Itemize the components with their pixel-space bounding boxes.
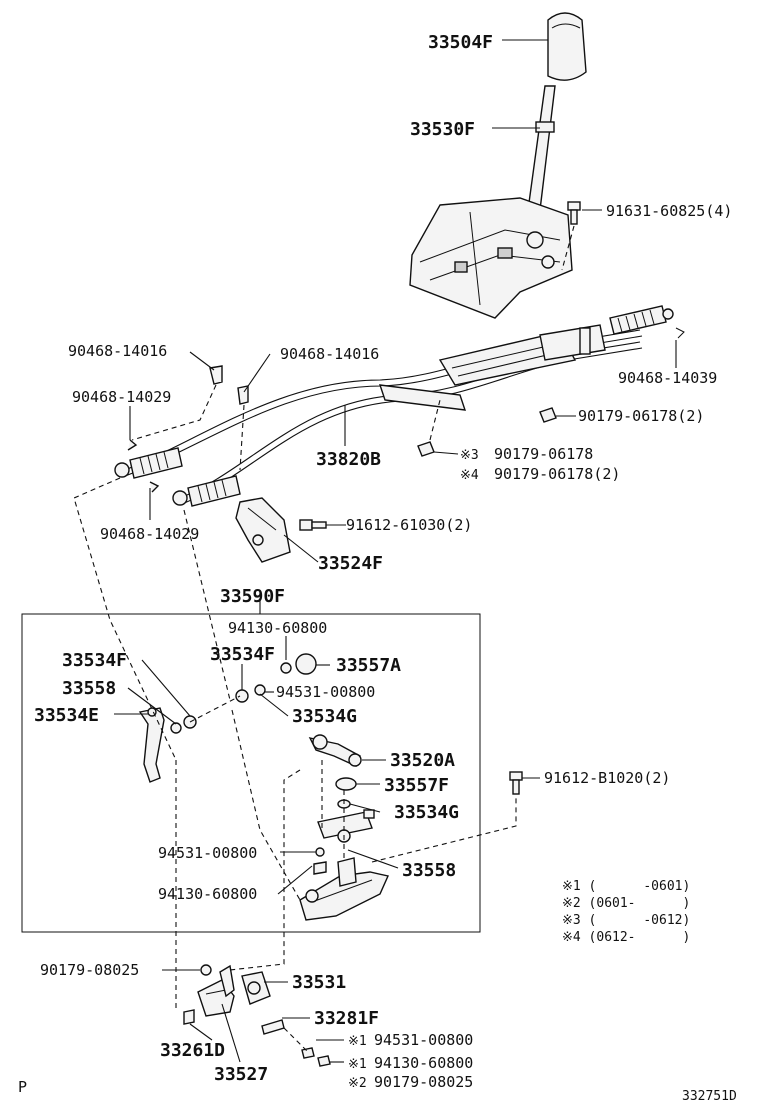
label-33534F-b: 33534F [210,644,275,665]
leader-lines [114,39,677,1063]
bracket-33524F [235,497,327,563]
label-94531-00800-b: 94531-00800 [158,844,257,862]
label-33534F-a: 33534F [62,650,127,671]
assembly-box [21,613,481,933]
label-33558-a: 33558 [62,678,116,699]
lower-parts [183,964,331,1067]
label-33520A: 33520A [390,750,455,771]
label-33590F: 33590F [220,586,285,607]
shift-housing [409,197,573,319]
label-91631: 91631-60825(4) [606,202,732,220]
shift-knob [547,12,587,81]
label-33534G-b: 33534G [394,802,459,823]
box-parts [138,653,517,1010]
label-33557A: 33557A [336,655,401,676]
note-mark-1b: ※1 [348,1057,367,1072]
note-mark-2: ※2 [348,1076,367,1091]
label-33820B: 33820B [316,449,381,470]
note-1: ※1 ( -0601) [562,879,690,894]
nuts-cable [417,399,557,457]
label-91612-B1020: 91612-B1020(2) [544,769,670,787]
note-3: ※3 ( -0612) [562,913,690,928]
label-94130-60800-a: 94130-60800 [228,619,327,637]
label-90179-06178-2b: 90179-06178(2) [494,465,620,483]
label-90179-06178: 90179-06178 [494,445,593,463]
label-94531-00800-a: 94531-00800 [276,683,375,701]
label-p: P [18,1078,27,1096]
label-91612-61030: 91612-61030(2) [346,516,472,534]
diagram-code: 332751D [682,1089,737,1104]
screw-91631 [561,201,581,271]
label-33534G-a: 33534G [292,706,357,727]
note-4: ※4 (0612- ) [562,930,690,945]
shift-lever [527,85,556,211]
label-33504F: 33504F [428,32,493,53]
label-33534E: 33534E [34,705,99,726]
label-33531: 33531 [292,972,346,993]
label-90468-14016-b: 90468-14016 [280,345,379,363]
label-90468-14029-a: 90468-14029 [72,388,171,406]
label-94130-60800-c: 94130-60800 [374,1054,473,1072]
label-33530F: 33530F [410,119,475,140]
label-33527: 33527 [214,1064,268,1085]
label-33558-b: 33558 [402,860,456,881]
bolt-91612B [509,771,523,795]
part-labels: 33504F 33530F 91631-60825(4) 90468-14016… [18,32,737,1104]
notes-block: ※1 ( -0601) ※2 (0601- ) ※3 ( -0612) ※4 (… [562,879,690,945]
label-90179-08025: 90179-08025 [40,961,139,979]
label-33281F: 33281F [314,1008,379,1029]
note-mark-4: ※4 [460,468,479,483]
note-mark-1a: ※1 [348,1034,367,1049]
label-90179-08025-b: 90179-08025 [374,1073,473,1091]
label-90468-14039: 90468-14039 [618,369,717,387]
note-mark-3: ※3 [460,448,479,463]
label-33261D: 33261D [160,1040,225,1061]
note-2: ※2 (0601- ) [562,896,690,911]
cable-assembly [114,305,674,507]
label-33524F: 33524F [318,553,383,574]
label-90468-14016-a: 90468-14016 [68,342,167,360]
label-94130-60800-b: 94130-60800 [158,885,257,903]
label-33557F: 33557F [384,775,449,796]
label-94531-00800-c: 94531-00800 [374,1031,473,1049]
label-90179-06178-2: 90179-06178(2) [578,407,704,425]
label-90468-14029-b: 90468-14029 [100,525,199,543]
